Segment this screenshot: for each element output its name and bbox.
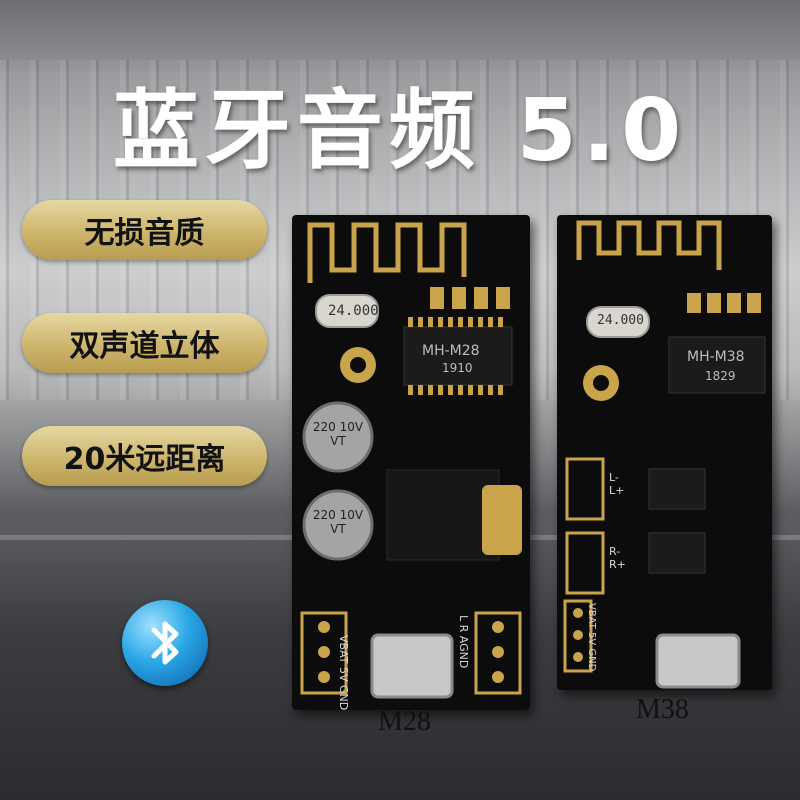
pin-label-right: L R AGND — [457, 615, 470, 669]
feature-text: 双声道立体 — [69, 329, 220, 364]
capacitor-label-2: 220 10V VT — [312, 508, 364, 536]
bluetooth-icon — [122, 600, 208, 686]
pin-label: VBAT 5V GND — [586, 603, 597, 672]
feature-pill-3: 20米远距离 — [22, 426, 267, 486]
chip-label: MH-M28 — [422, 343, 480, 359]
m38-board: 24.000 MH-M38 1829 L- L+ R- R+ VBAT 5V G… — [557, 215, 772, 690]
right-channel-label: R- R+ — [609, 545, 626, 571]
feature-text: 20米远距离 — [63, 442, 226, 477]
chip-label: MH-M38 — [687, 349, 745, 365]
m28-model-label: M28 — [378, 706, 431, 737]
feature-pill-1: 无损音质 — [22, 200, 267, 260]
headline: 蓝牙音频 5.0 — [112, 81, 688, 181]
chip-code: 1829 — [705, 369, 736, 383]
crystal-label: 24.000 — [597, 313, 644, 328]
capacitor-label: 220 10V VT — [312, 420, 364, 448]
feature-text: 无损音质 — [84, 216, 205, 251]
m28-board: 24.000 MH-M28 1910 220 10V VT 220 10V VT… — [292, 215, 530, 710]
m28-board-art — [300, 222, 522, 699]
m38-model-label: M38 — [636, 694, 689, 725]
background-ceiling — [0, 0, 800, 70]
left-channel-label: L- L+ — [609, 471, 625, 497]
bluetooth-glyph — [151, 621, 179, 665]
m38-board-art — [563, 220, 766, 689]
feature-pill-2: 双声道立体 — [22, 313, 267, 373]
crystal-label: 24.000 — [328, 303, 379, 319]
pin-label-left: VBAT 5V GND — [337, 635, 350, 711]
chip-code: 1910 — [442, 361, 473, 375]
